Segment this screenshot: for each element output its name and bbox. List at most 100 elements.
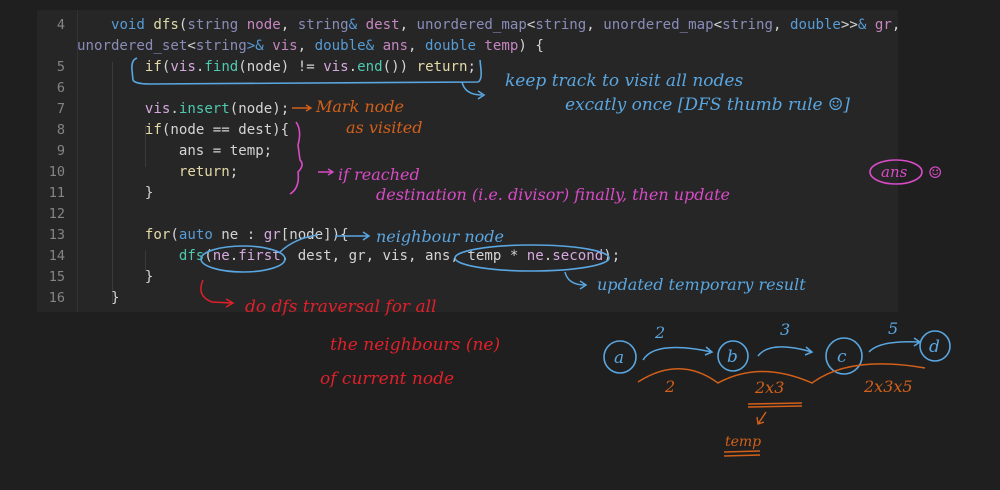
note-the-neighbours: the neighbours (ne) [330, 335, 500, 355]
code-line[interactable]: return; [77, 162, 238, 183]
gutter-divider [77, 10, 78, 312]
code-token: ( [204, 248, 213, 264]
code-token: vis [323, 59, 349, 75]
node-c [825, 337, 863, 375]
code-token: double [789, 17, 841, 33]
edge-weight: 3 [780, 320, 790, 339]
code-token: , [297, 38, 315, 54]
note-current-node: of current node [320, 369, 454, 389]
edge-weight: 2 [654, 323, 665, 342]
edge-arrow [757, 346, 814, 357]
note-mark-node: Mark node [315, 97, 404, 116]
product-arcs [637, 363, 926, 384]
code-token: . [348, 59, 358, 75]
code-token: end [357, 59, 383, 75]
code-token: dest [365, 17, 400, 33]
code-token: temp [484, 38, 519, 54]
node-a [603, 340, 637, 374]
smile-icon: ☺ [928, 163, 942, 182]
code-line[interactable]: void dfs(string node, string& dest, unor… [77, 15, 900, 36]
note-neighbour-node: neighbour node [376, 227, 504, 246]
code-token: string [187, 17, 247, 33]
edge-weight: 5 [888, 319, 898, 338]
code-token: vis [272, 38, 298, 54]
code-token: if [144, 122, 162, 138]
code-token: < [187, 38, 196, 54]
arrowhead [477, 90, 486, 100]
node-label: c [837, 347, 847, 367]
line-number: 11 [48, 185, 65, 201]
code-token: } [144, 185, 154, 201]
code-token: , [773, 17, 790, 33]
code-token: ( [238, 59, 247, 75]
line-number: 7 [56, 101, 65, 117]
code-token: & [365, 38, 383, 54]
product-label: 2x3 [754, 378, 784, 397]
line-number: 12 [48, 206, 65, 222]
code-token: } [144, 269, 154, 285]
arrow [335, 231, 371, 241]
code-line[interactable]: } [77, 288, 120, 309]
node-b [717, 340, 749, 372]
arrow [756, 411, 767, 425]
code-token: ) { [518, 38, 544, 54]
code-token: dfs [153, 17, 179, 33]
code-token: for [144, 227, 171, 243]
code-token: double [314, 38, 366, 54]
code-token: >> [840, 17, 858, 33]
code-token: < [713, 17, 723, 33]
code-token: return [178, 164, 230, 180]
code-line[interactable]: dfs(ne.first, dest, gr, vis, ans, temp *… [77, 246, 620, 267]
node-d [919, 330, 951, 362]
code-token: string [297, 17, 349, 33]
indent-guide [145, 250, 146, 271]
code-token: node [246, 17, 281, 33]
code-token: unordered_map [416, 17, 527, 33]
code-token: ( [161, 59, 171, 75]
code-token: . [543, 248, 553, 264]
note-ans: ans [881, 163, 908, 181]
code-token: (node); [229, 101, 290, 117]
line-number: 8 [56, 122, 65, 138]
code-token: & [348, 17, 366, 33]
code-line[interactable]: } [77, 267, 154, 288]
code-token: ) != [280, 59, 324, 75]
code-token: node [246, 59, 281, 75]
code-token: auto [178, 227, 222, 243]
ne-first-circle [200, 245, 286, 273]
code-line[interactable]: if(node == dest){ [77, 120, 289, 141]
code-line[interactable]: unordered_set<string>& vis, double& ans,… [77, 36, 544, 57]
code-token: second [552, 248, 604, 264]
note-if-reached: if reached [338, 165, 420, 184]
indent-guide [145, 125, 146, 167]
code-line[interactable]: vis.insert(node); [77, 99, 289, 120]
edge-arrow [868, 337, 922, 353]
code-token: . [195, 59, 205, 75]
code-token: } [110, 290, 120, 306]
code-line[interactable]: if(vis.find(node) != vis.end()) return; [77, 57, 476, 78]
underline [747, 402, 803, 408]
code-editor[interactable]: 4 void dfs(string node, string& dest, un… [37, 10, 900, 312]
note-destination: destination (i.e. divisor) finally, then… [376, 185, 730, 204]
code-token: ()) [382, 59, 417, 75]
code-token: . [170, 101, 179, 117]
code-token: ans [382, 38, 409, 54]
code-token: gr [874, 17, 892, 33]
note-exactly-once: excatly once [DFS thumb rule ☺] [565, 95, 850, 115]
line-number: 6 [56, 80, 65, 96]
code-token: ( [170, 227, 179, 243]
code-token: , [891, 17, 901, 33]
ans-circle [869, 159, 923, 185]
code-token: first [238, 248, 281, 264]
code-token: , [408, 38, 426, 54]
code-token: ne [526, 248, 544, 264]
connector [279, 234, 319, 253]
note-dfs-all: do dfs traversal for all [245, 297, 436, 317]
code-line[interactable]: } [77, 183, 154, 204]
highlight-box [131, 57, 482, 85]
line-number: 10 [48, 164, 65, 180]
edge-arrow [642, 346, 714, 361]
code-line[interactable]: ans = temp; [77, 141, 272, 162]
line-number: 5 [56, 59, 65, 75]
